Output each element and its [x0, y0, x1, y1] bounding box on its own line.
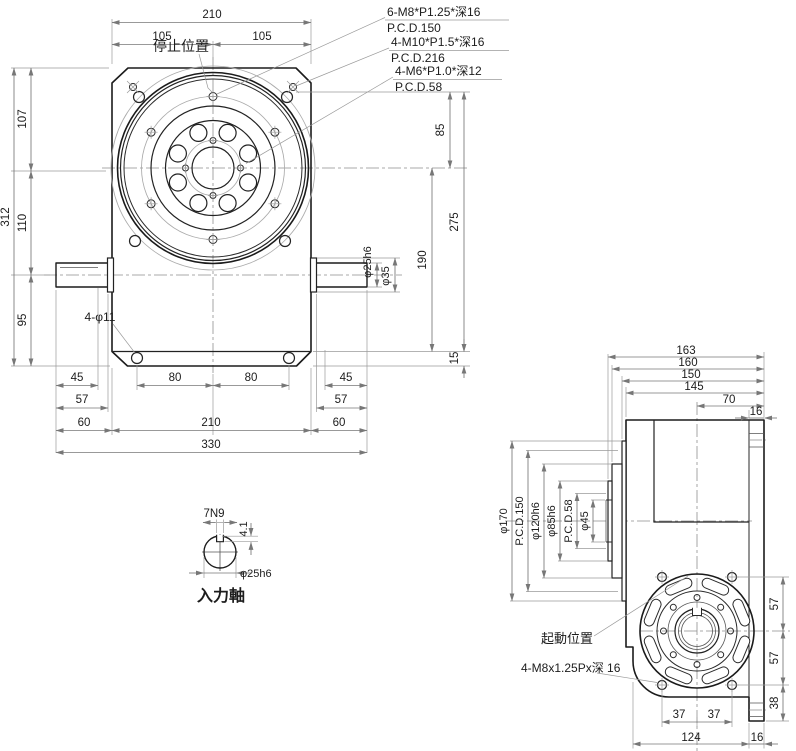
- fv-dim-phi35: φ35: [380, 266, 392, 285]
- fv-dim-15: 15: [449, 352, 461, 365]
- side-input-face-slots: [643, 577, 751, 685]
- detail-dimension-lines: [189, 520, 254, 576]
- sv-dim-37-right: 37: [708, 709, 721, 721]
- front-through-holes: [128, 90, 296, 365]
- sv-dim-16-bottom: 16: [751, 732, 764, 744]
- detail-extension-lines: [203, 519, 258, 578]
- side-input-face-small-holes: [660, 594, 734, 668]
- side-dimension-lines: [509, 354, 786, 747]
- front-input-shaft-right: [309, 257, 368, 293]
- side-body-outline: [625, 419, 765, 722]
- fv-dim-phi25h6: φ25h6: [362, 246, 374, 278]
- fv-dim-60-right: 60: [333, 417, 346, 429]
- sv-label-start-position: 起動位置: [541, 631, 593, 646]
- dv-dim-phi25h6: φ25h6: [240, 568, 272, 580]
- fv-dim-312: 312: [0, 207, 12, 226]
- sv-dim-phi120h6: φ120h6: [530, 502, 542, 540]
- sv-note-m8: 4-M8x1.25Px深 16: [521, 661, 621, 675]
- dv-dim-4-1: 4.1: [238, 521, 250, 536]
- fv-dim-190: 190: [417, 250, 429, 269]
- sv-dim-phi85h6: φ85h6: [546, 505, 558, 537]
- front-dimension-lines: [11, 20, 467, 455]
- side-input-keyway: [692, 607, 702, 616]
- fv-dim-60-left: 60: [78, 417, 91, 429]
- fv-dim-105-left: 105: [152, 31, 171, 43]
- front-input-shaft-left: [55, 257, 115, 293]
- fv-note-m10-pcd: P.C.D.216: [391, 51, 445, 65]
- fv-dim-210-top: 210: [202, 9, 221, 21]
- fv-label-stop-position: 停止位置: [153, 38, 209, 54]
- sv-dim-pcd150: P.C.D.150: [514, 496, 526, 545]
- side-output-flange-stack: [605, 440, 627, 602]
- fv-dim-107: 107: [17, 109, 29, 128]
- sv-dim-16-top: 16: [750, 406, 763, 418]
- side-m8-holes: [655, 570, 739, 692]
- fv-dim-45-right: 45: [340, 372, 353, 384]
- sv-dim-163: 163: [676, 345, 695, 357]
- fv-dim-57-left: 57: [76, 394, 89, 406]
- fv-dim-105-right: 105: [252, 31, 271, 43]
- fv-dim-80-left: 80: [169, 372, 182, 384]
- fv-dim-275: 275: [449, 212, 461, 231]
- fv-note-m8: 6-M8*P1.25*深16: [387, 5, 481, 19]
- fv-dim-80-right: 80: [245, 372, 258, 384]
- fv-dim-85: 85: [435, 124, 447, 137]
- fv-note-m8-pcd: P.C.D.150: [387, 21, 441, 35]
- fv-dim-95: 95: [17, 314, 29, 327]
- side-input-face: [639, 573, 755, 689]
- sv-dim-pcd58: P.C.D.58: [563, 499, 575, 542]
- front-body-outline: [111, 67, 312, 367]
- sv-dim-57-lower: 57: [769, 652, 781, 665]
- detail-view-input-shaft: [189, 519, 258, 578]
- sv-dim-38: 38: [769, 697, 781, 710]
- sv-dim-150: 150: [681, 369, 700, 381]
- sv-dim-124: 124: [681, 732, 701, 744]
- front-output-bolt-holes: [168, 123, 258, 213]
- fv-label-4-phi11: 4-φ11: [85, 310, 116, 324]
- fv-note-m6: 4-M6*P1.0*深12: [395, 64, 482, 78]
- sv-dim-phi170: φ170: [498, 508, 510, 534]
- fv-note-m6-pcd: P.C.D.58: [395, 80, 442, 94]
- fv-dim-210-bottom: 210: [201, 417, 220, 429]
- fv-dim-45-left: 45: [71, 372, 84, 384]
- dv-dim-7n9: 7N9: [203, 508, 224, 520]
- sv-dim-phi45: φ45: [579, 511, 591, 530]
- sv-dim-57-upper: 57: [769, 598, 781, 611]
- dv-label-input-shaft: 入力軸: [197, 586, 245, 605]
- fv-dim-57-right: 57: [335, 394, 348, 406]
- fv-dim-330: 330: [201, 439, 220, 451]
- front-m6-holes: [180, 135, 246, 201]
- side-extension-lines: [510, 352, 789, 749]
- detail-keyway: [216, 534, 224, 543]
- sv-dim-70: 70: [723, 394, 736, 406]
- sv-dim-37-left: 37: [673, 709, 686, 721]
- front-m10-holes: [126, 80, 300, 94]
- fv-note-m10: 4-M10*P1.5*深16: [391, 35, 485, 49]
- front-m8-holes: [144, 90, 282, 246]
- side-top-boss: [653, 420, 749, 523]
- side-leader-lines: [593, 575, 689, 683]
- sv-dim-160: 160: [678, 357, 697, 369]
- side-view: [505, 352, 790, 751]
- front-view: [11, 17, 509, 455]
- sv-dim-145: 145: [684, 381, 703, 393]
- fv-dim-110: 110: [17, 214, 29, 232]
- side-wall-hole-hints: [749, 433, 766, 717]
- front-leader-lines: [112, 17, 509, 354]
